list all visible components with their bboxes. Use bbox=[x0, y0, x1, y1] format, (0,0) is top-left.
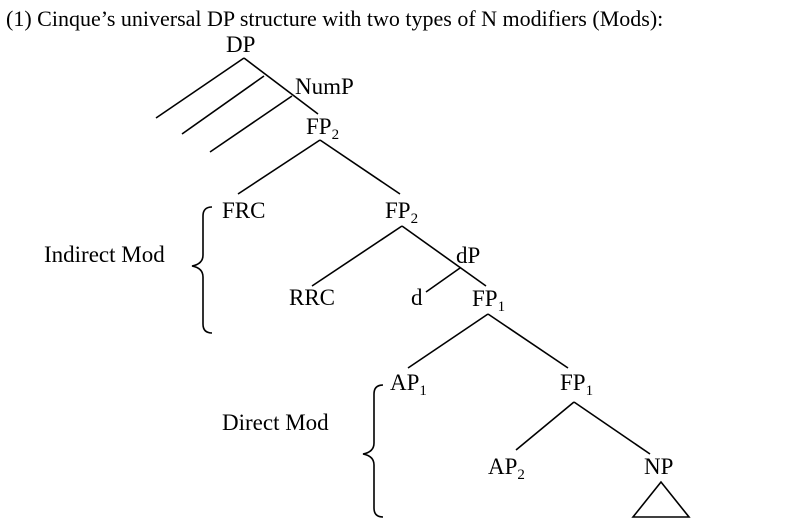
indirect-mod-label: Indirect Mod bbox=[44, 242, 165, 267]
node-frc: FRC bbox=[222, 198, 265, 223]
node-fp2-top: FP2 bbox=[306, 114, 339, 143]
edge-fp2-fp1 bbox=[401, 225, 487, 287]
node-dp-lower: dP bbox=[456, 243, 480, 268]
indirect-mod-brace bbox=[191, 206, 213, 334]
direct-mod-brace bbox=[362, 384, 384, 518]
node-fp1-top: FP1 bbox=[472, 286, 505, 315]
edge-fp1-ap2 bbox=[515, 401, 575, 451]
edge-dp-fan-1 bbox=[155, 57, 245, 119]
direct-mod-label: Direct Mod bbox=[222, 410, 329, 435]
edge-dp-fan-3 bbox=[209, 95, 293, 153]
node-ap1: AP1 bbox=[390, 370, 427, 399]
tree-edges bbox=[155, 57, 691, 518]
edge-fp2-rrc bbox=[311, 225, 403, 287]
edge-fp2-fp2 bbox=[319, 139, 401, 195]
node-nump: NumP bbox=[295, 74, 354, 99]
edge-dp-d bbox=[425, 267, 461, 293]
edge-dp-nump bbox=[243, 57, 319, 115]
node-fp1-low: FP1 bbox=[560, 370, 593, 399]
node-dp: DP bbox=[226, 32, 255, 57]
edge-fp1-ap1 bbox=[407, 313, 489, 369]
node-np: NP bbox=[644, 454, 673, 479]
edge-fp1-fp1 bbox=[487, 313, 569, 369]
edge-dp-fan-2 bbox=[181, 75, 265, 135]
node-fp2-mid: FP2 bbox=[385, 198, 418, 227]
edge-fp2-frc bbox=[237, 139, 321, 195]
np-triangle bbox=[631, 480, 691, 518]
caption: (1) Cinque’s universal DP structure with… bbox=[6, 6, 663, 31]
node-rrc: RRC bbox=[289, 285, 335, 310]
node-ap2: AP2 bbox=[488, 454, 525, 483]
edge-fp1-np bbox=[573, 401, 651, 455]
node-d: d bbox=[411, 285, 423, 310]
